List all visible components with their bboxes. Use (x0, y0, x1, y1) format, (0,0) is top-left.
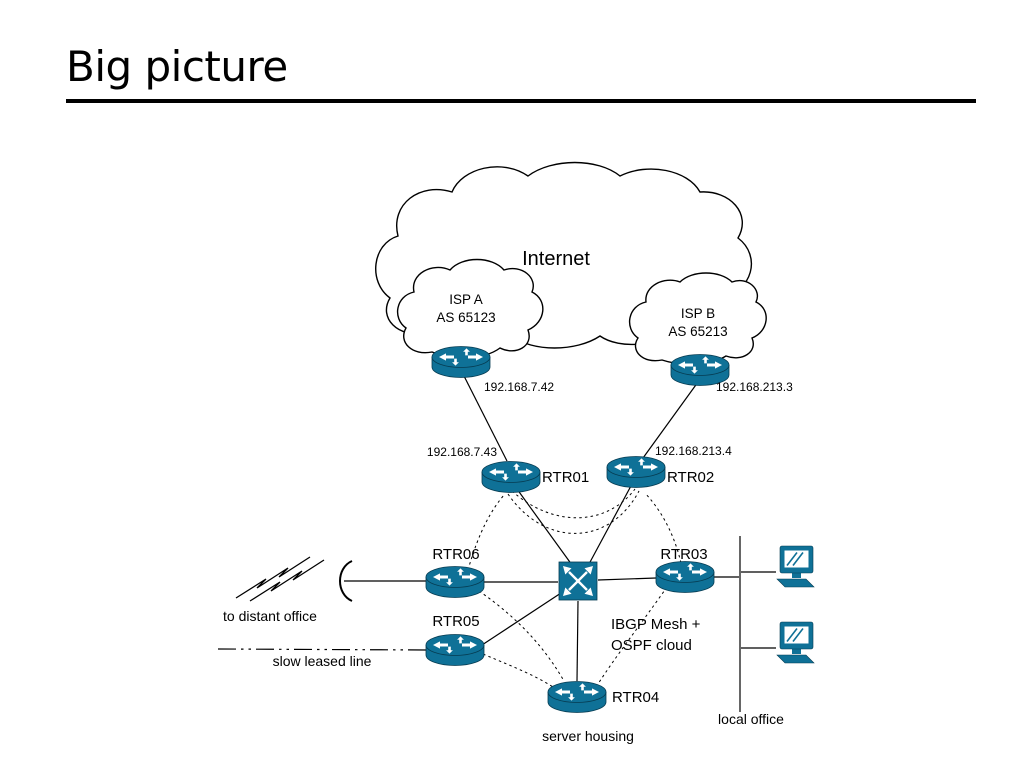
router-icon-rtr03 (655, 561, 715, 593)
page-title: Big picture (66, 42, 288, 91)
switch-icon (557, 560, 599, 602)
lightning-bolt-icon (235, 556, 325, 602)
router-icon-rtr04 (547, 681, 607, 713)
ibgp-mesh (467, 488, 682, 690)
ibgp-label-line1: IBGP Mesh + (611, 616, 701, 633)
router-icon-rtr02 (606, 456, 666, 488)
workstation-icon-2 (776, 621, 815, 664)
title-underline (66, 99, 976, 103)
workstation-icon-1 (776, 545, 815, 588)
isp-b-ip-label: 192.168.213.3 (716, 380, 793, 394)
slow-leased-line-link (217, 648, 428, 651)
mesh-curve (478, 590, 565, 682)
router-icon-rtr01 (481, 461, 541, 493)
link-rtr05-switch (481, 592, 562, 646)
router-icon-isp-a (431, 346, 491, 378)
mesh-curve (597, 586, 668, 685)
ibgp-label-line2: OSPF cloud (611, 637, 692, 654)
link-rtr01-switch (516, 488, 573, 566)
physical-links (217, 373, 776, 712)
mesh-curve (507, 490, 640, 534)
mesh-curve (467, 494, 505, 571)
rtr01-label: RTR01 (542, 469, 589, 486)
rtr02-label: RTR02 (667, 469, 714, 486)
router-icon-rtr05 (425, 634, 485, 666)
isp-b-cloud-outline (628, 272, 767, 365)
link-rtr04-switch (576, 600, 579, 682)
isp-a-cloud-outline (396, 258, 544, 359)
slow-leased-line-label: slow leased line (273, 653, 372, 669)
mesh-curve (482, 653, 557, 690)
isp-a-asn: AS 65123 (436, 310, 495, 325)
local-office-label: local office (718, 711, 784, 727)
wan-arc-icon (339, 560, 353, 602)
rtr06-label: RTR06 (432, 546, 479, 563)
router-icon-rtr06 (425, 566, 485, 598)
mesh-curve (511, 488, 636, 519)
link-ispa-rtr01 (462, 373, 508, 462)
isp-a-name: ISP A (449, 292, 483, 307)
internet-label: Internet (522, 248, 590, 270)
link-rtr03-switch (597, 577, 657, 581)
to-distant-office-label: to distant office (223, 608, 317, 624)
rtr02-ip-label: 192.168.213.4 (655, 444, 732, 458)
isp-a-ip-label: 192.168.7.42 (484, 380, 554, 394)
rtr01-ip-label: 192.168.7.43 (427, 445, 497, 459)
rtr03-label: RTR03 (660, 546, 707, 563)
rtr05-label: RTR05 (432, 613, 479, 630)
rtr04-label: RTR04 (612, 689, 659, 706)
link-rtr02-switch (588, 483, 633, 565)
link-ispb-rtr02 (642, 381, 699, 459)
isp-b-name: ISP B (681, 306, 715, 321)
isp-b-asn: AS 65213 (668, 324, 727, 339)
server-housing-label: server housing (542, 728, 634, 744)
